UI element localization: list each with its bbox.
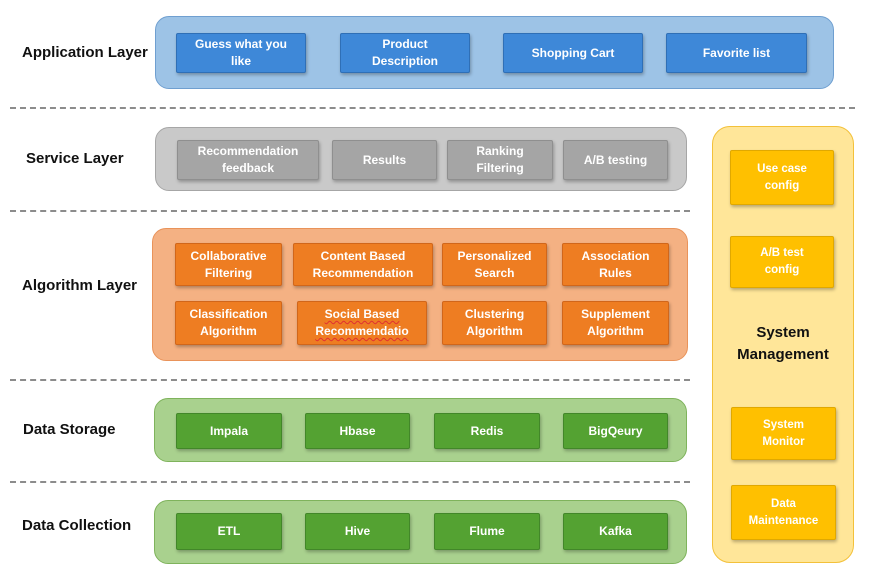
- flume-box: Flume: [434, 513, 540, 550]
- collaborative-filtering-box: Collaborative Filtering: [175, 243, 282, 286]
- hive-box: Hive: [305, 513, 410, 550]
- data-collection-label: Data Collection: [22, 517, 132, 534]
- system-management-label: System Management: [737, 324, 829, 363]
- use-case-config-box: Use case config: [730, 150, 834, 205]
- supplement-algorithm-box: Supplement Algorithm: [562, 301, 669, 345]
- ab-test-config-box: A/B test config: [730, 236, 834, 288]
- bigqeury-box: BigQeury: [563, 413, 668, 449]
- personalized-search-box: Personalized Search: [442, 243, 547, 286]
- favorite-list-box: Favorite list: [666, 33, 807, 73]
- results-box: Results: [332, 140, 437, 180]
- data-maintenance-box: Data Maintenance: [731, 485, 836, 540]
- divider-application-service: [10, 107, 855, 109]
- data-storage-label: Data Storage: [23, 421, 116, 438]
- classification-algorithm-box: Classification Algorithm: [175, 301, 282, 345]
- social-based-recommendation-box: Social Based Recommendatio: [297, 301, 427, 345]
- redis-box: Redis: [434, 413, 540, 449]
- ranking-filtering-box: Ranking Filtering: [447, 140, 553, 180]
- shopping-cart-box: Shopping Cart: [503, 33, 643, 73]
- algorithm-layer-label: Algorithm Layer: [22, 277, 138, 294]
- kafka-box: Kafka: [563, 513, 668, 550]
- content-based-recommendation-box: Content Based Recommendation: [293, 243, 433, 286]
- divider-storage-collection: [10, 481, 690, 483]
- ab-testing-box: A/B testing: [563, 140, 668, 180]
- divider-service-algorithm: [10, 210, 690, 212]
- recommendation-feedback-box: Recommendation feedback: [177, 140, 319, 180]
- guess-what-you-like-box: Guess what you like: [176, 33, 306, 73]
- impala-box: Impala: [176, 413, 282, 449]
- application-layer-label: Application Layer: [22, 44, 148, 61]
- service-layer-label: Service Layer: [26, 150, 124, 167]
- system-monitor-box: System Monitor: [731, 407, 836, 460]
- association-rules-box: Association Rules: [562, 243, 669, 286]
- divider-algorithm-storage: [10, 379, 690, 381]
- etl-box: ETL: [176, 513, 282, 550]
- product-description-box: Product Description: [340, 33, 470, 73]
- clustering-algorithm-box: Clustering Algorithm: [442, 301, 547, 345]
- hbase-box: Hbase: [305, 413, 410, 449]
